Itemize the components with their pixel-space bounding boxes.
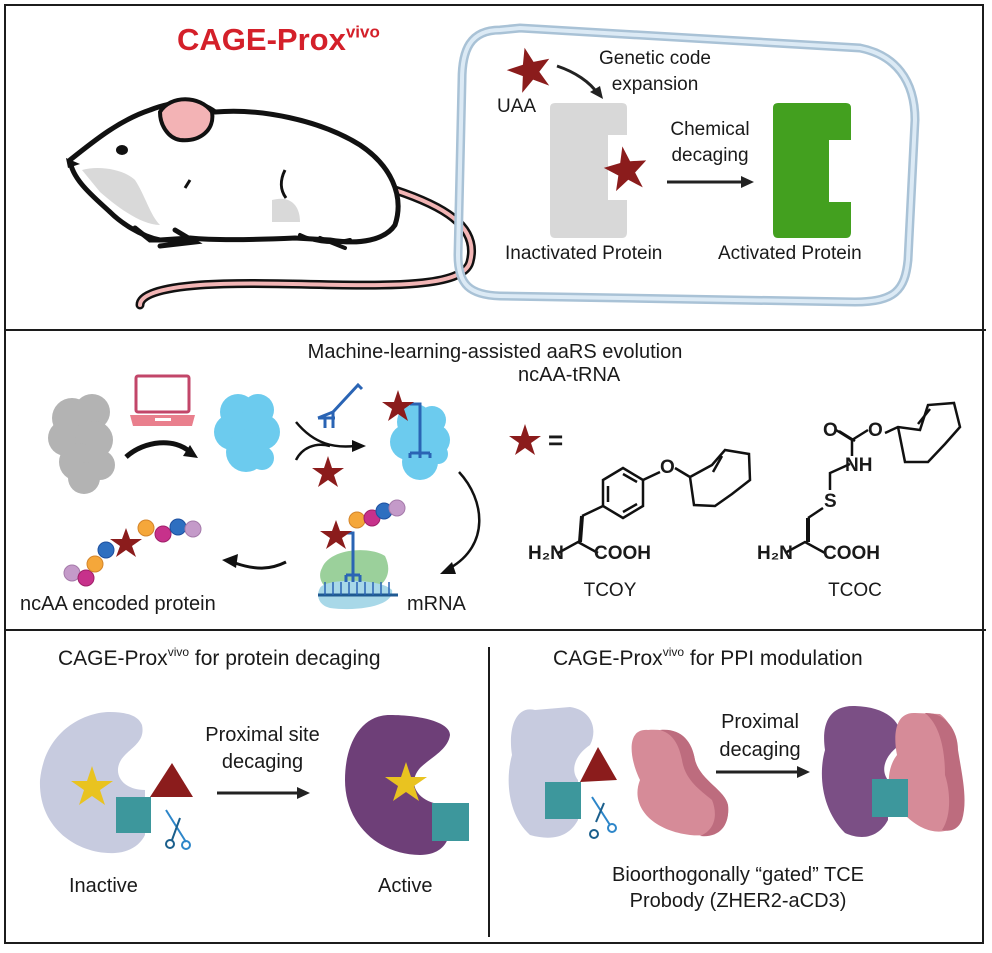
protein-decaging-arrow-line2: decaging bbox=[221, 751, 304, 773]
main-title: CAGE-Proxvivo bbox=[177, 22, 380, 57]
ncaa-trna-label: ncAA-tRNA bbox=[518, 364, 621, 386]
free-ncaa-star-icon bbox=[312, 456, 344, 487]
trna-icon bbox=[317, 382, 364, 428]
uaa-star-icon bbox=[506, 47, 550, 93]
ppi-arrow-line1: Proximal bbox=[721, 711, 799, 733]
mouse-illustration-icon bbox=[66, 97, 476, 310]
ncaa-encoded-protein-icon bbox=[63, 518, 202, 587]
cage-triangle-shape bbox=[150, 763, 193, 797]
scissors-icon bbox=[165, 809, 191, 850]
tcoc-ester-oxygen: O bbox=[868, 420, 883, 441]
title-suffix: for PPI modulation bbox=[684, 647, 863, 670]
inactivated-protein-shape bbox=[550, 103, 627, 238]
aars-evolution-diagram bbox=[48, 374, 962, 610]
scissors-icon bbox=[589, 796, 617, 839]
nascent-peptide-icon bbox=[320, 499, 406, 549]
gce-label-line2: expansion bbox=[611, 74, 699, 95]
charged-ncaa-star-icon bbox=[382, 390, 414, 421]
title-prefix: CAGE-Prox bbox=[553, 647, 663, 670]
chemical-decaging-line1: Chemical bbox=[670, 119, 750, 140]
inactivated-protein-label: Inactivated Protein bbox=[505, 243, 663, 264]
teal-square-shape bbox=[872, 779, 908, 817]
blue-aars-cloud-icon bbox=[214, 394, 280, 472]
ribosome-icon bbox=[318, 531, 398, 610]
title-superscript: vivo bbox=[167, 645, 190, 659]
tcoy-carboxyl: COOH bbox=[594, 543, 651, 564]
tcoy-ether-oxygen: O bbox=[660, 457, 675, 478]
title-superscript: vivo bbox=[662, 645, 685, 659]
main-title-superscript: vivo bbox=[345, 22, 380, 42]
ncaa-encoded-protein-label: ncAA encoded protein bbox=[20, 593, 216, 615]
ppi-modulation-title: CAGE-Proxvivo for PPI modulation bbox=[553, 645, 863, 670]
tcoy-label: TCOY bbox=[583, 580, 637, 601]
divider-middle-bottom bbox=[4, 629, 986, 631]
active-binder-shape bbox=[821, 705, 901, 837]
mrna-label: mRNA bbox=[407, 593, 466, 615]
chemical-decaging-line2: decaging bbox=[671, 145, 749, 166]
tcoy-structure bbox=[557, 448, 752, 555]
equals-sign: = bbox=[548, 425, 564, 455]
tcoc-label: TCOC bbox=[828, 580, 882, 601]
teal-square-shape bbox=[432, 803, 469, 841]
caged-star-icon bbox=[603, 146, 647, 192]
ppi-caption-line2: Probody (ZHER2-aCD3) bbox=[629, 890, 847, 912]
ppi-arrow-line2: decaging bbox=[719, 739, 801, 761]
ppi-caption-line1: Bioorthogonally “gated” TCE bbox=[612, 864, 864, 886]
gold-star-icon bbox=[385, 762, 427, 801]
target-protein-shape bbox=[631, 729, 729, 836]
tcoc-carbonyl-oxygen: O bbox=[823, 420, 838, 441]
inactive-label: Inactive bbox=[69, 875, 138, 897]
uaa-label: UAA bbox=[497, 96, 537, 117]
middle-panel-title: Machine-learning-assisted aaRS evolution bbox=[307, 341, 683, 363]
divider-top-middle bbox=[4, 329, 986, 331]
active-label: Active bbox=[378, 875, 433, 897]
cage-triangle-shape bbox=[580, 747, 617, 782]
teal-square-shape bbox=[116, 797, 151, 833]
activated-protein-label: Activated Protein bbox=[718, 243, 862, 264]
divider-bottom-vertical bbox=[488, 647, 490, 937]
tcoy-amine: H₂N bbox=[528, 543, 564, 564]
protein-decaging-title: CAGE-Proxvivo for protein decaging bbox=[58, 645, 381, 670]
protein-decaging-arrow-line1: Proximal site bbox=[205, 724, 320, 746]
gce-label-line1: Genetic code bbox=[599, 48, 711, 69]
tcoc-structure bbox=[784, 401, 962, 555]
title-suffix: for protein decaging bbox=[189, 647, 381, 670]
charged-trna-icon bbox=[408, 402, 432, 458]
activated-protein-shape bbox=[773, 103, 851, 238]
main-title-text: CAGE-Prox bbox=[177, 22, 346, 57]
teal-square-shape bbox=[545, 782, 581, 819]
laptop-icon bbox=[130, 374, 195, 426]
title-prefix: CAGE-Prox bbox=[58, 647, 168, 670]
tcoc-sulfur: S bbox=[824, 491, 837, 512]
cell-diagram bbox=[453, 23, 920, 307]
gray-aars-cloud-icon bbox=[48, 394, 115, 494]
tcoc-nh: NH bbox=[845, 455, 873, 476]
figure-frame bbox=[4, 4, 984, 944]
gold-star-icon bbox=[71, 766, 113, 805]
tcoc-carboxyl: COOH bbox=[823, 543, 880, 564]
ncaa-star-legend-icon bbox=[509, 424, 541, 455]
tcoc-amine: H₂N bbox=[757, 543, 793, 564]
